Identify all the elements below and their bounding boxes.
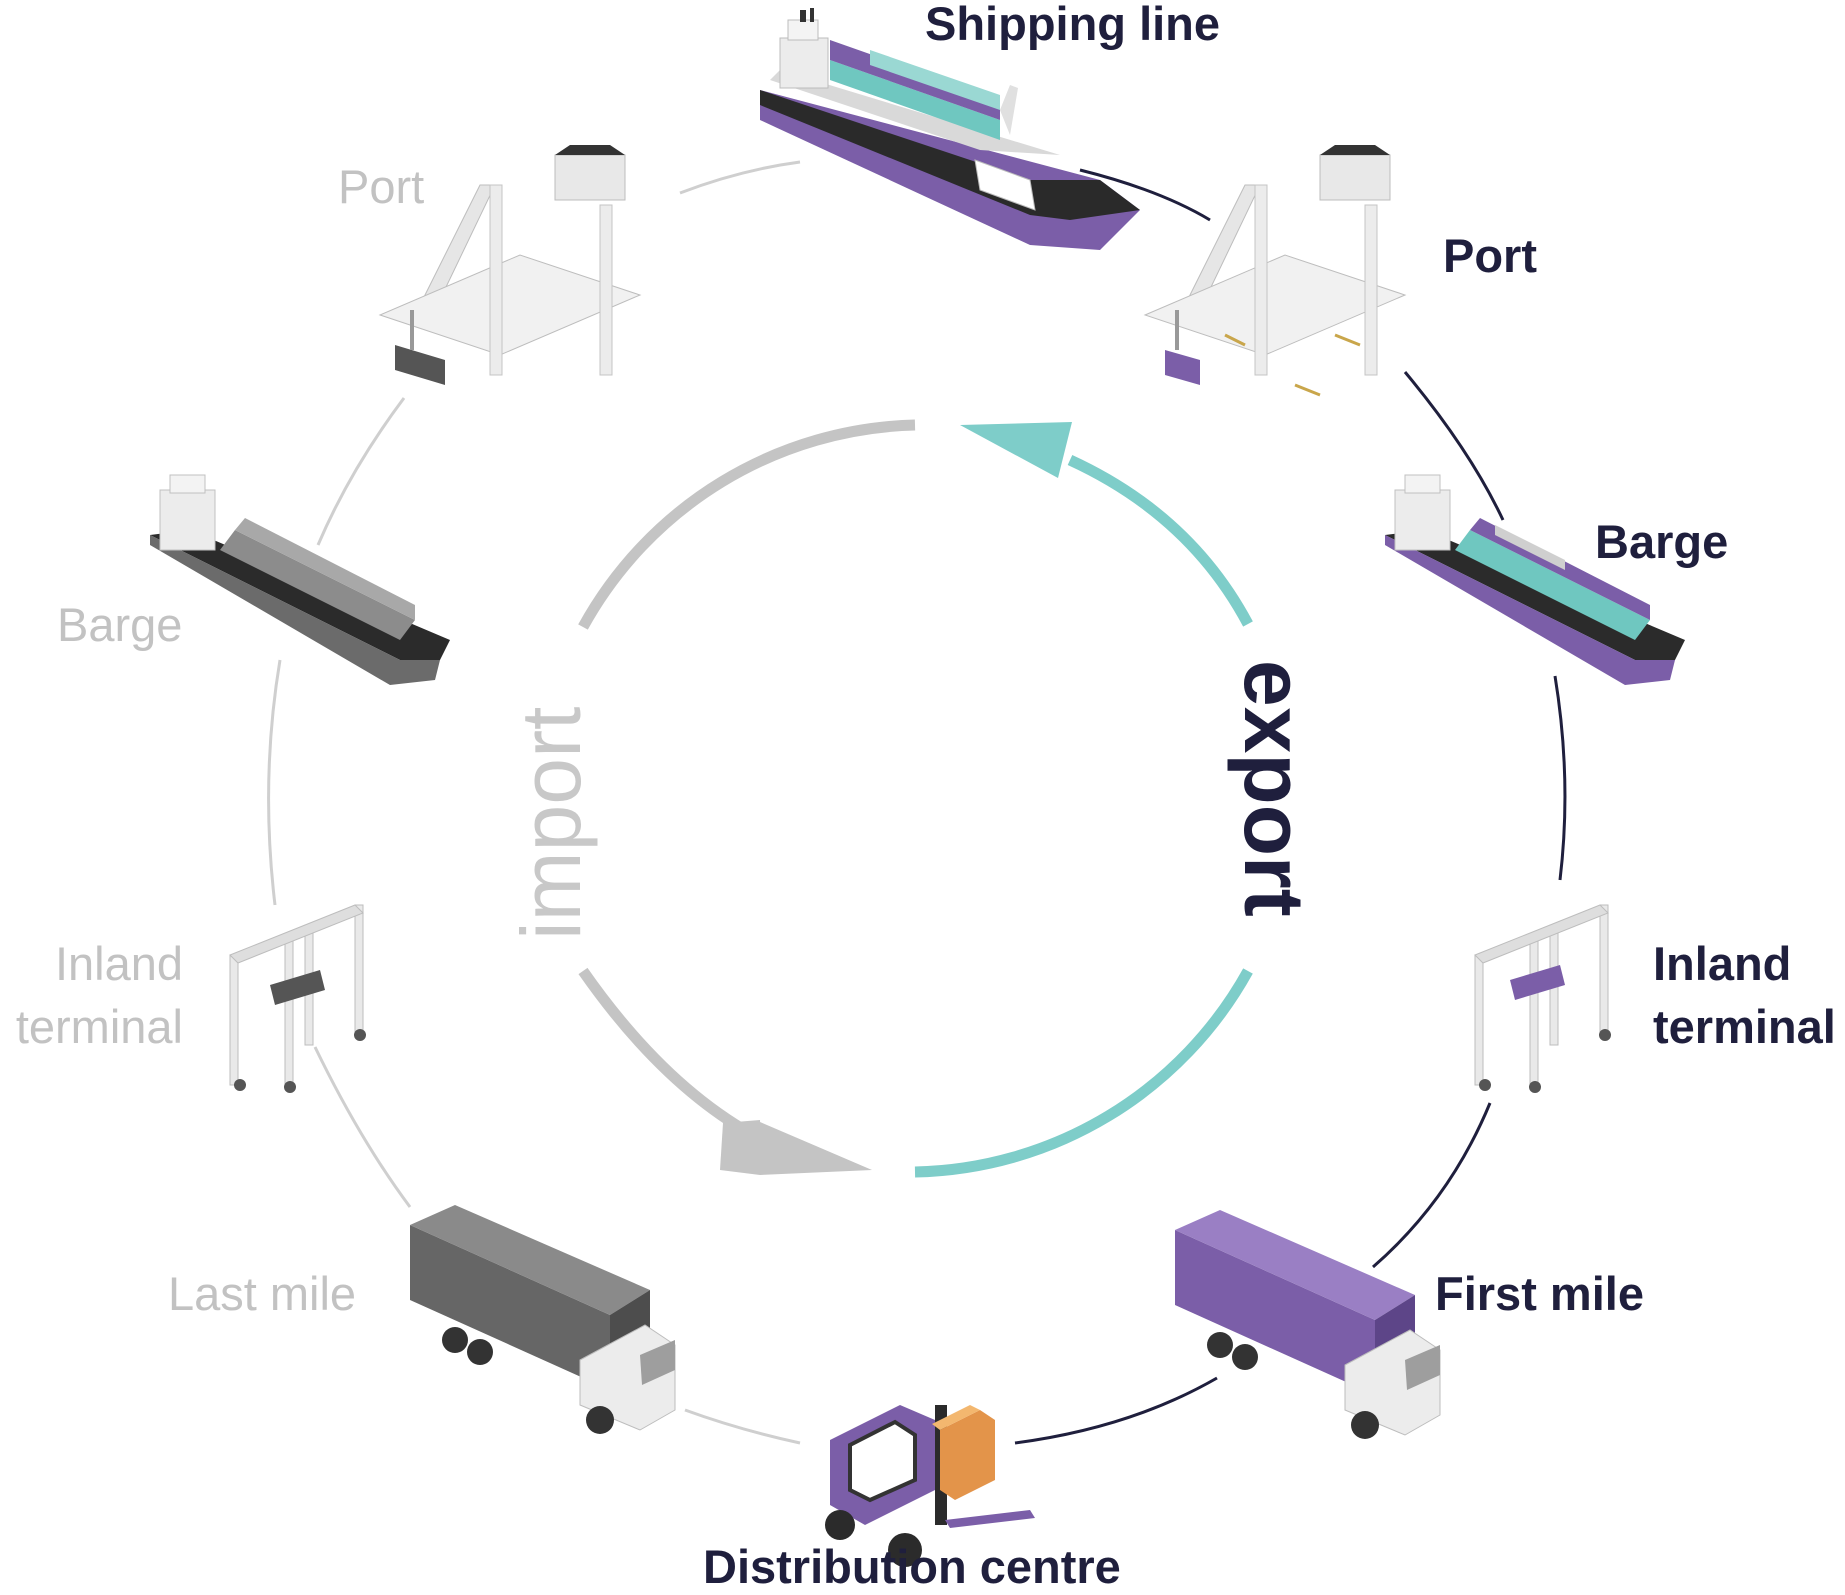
port-crane-icon-export: [1143, 145, 1407, 397]
barge-icon-export: [1385, 474, 1685, 685]
import-connectors: [267, 160, 801, 1445]
gantry-crane-icon-export: [1474, 904, 1611, 1093]
truck-icon-first-mile: [1175, 1210, 1441, 1439]
label-distribution-centre: Distribution centre: [703, 1540, 1121, 1593]
gantry-crane-icon-import: [229, 904, 366, 1093]
import-word-group: import: [504, 707, 598, 940]
port-crane-icon-import: [378, 145, 642, 385]
import-arrowhead: [720, 1120, 762, 1175]
import-arc-top: [578, 419, 916, 630]
label-inland-export-2: terminal: [1653, 1000, 1836, 1053]
connector-port-to-barge-import: [316, 397, 406, 546]
forklift-icon: [825, 1405, 1035, 1567]
label-barge-import: Barge: [57, 598, 182, 651]
label-port-import: Port: [338, 160, 424, 213]
export-arrowhead: [960, 422, 1072, 478]
export-connectors: [1014, 168, 1567, 1445]
connector-shipping-to-port: [1079, 168, 1211, 222]
export-arc-top: [1067, 455, 1253, 627]
connector-firstmile-to-dc: [1014, 1376, 1218, 1445]
label-inland-import-1: Inland: [55, 937, 183, 990]
label-barge-export: Barge: [1595, 515, 1728, 568]
label-port-export: Port: [1443, 229, 1537, 282]
connector-port-to-shipping: [679, 160, 801, 195]
connector-lastmile-to-dc: [684, 1408, 801, 1445]
label-shipping-line: Shipping line: [925, 0, 1220, 50]
import-word: import: [504, 707, 598, 940]
connector-barge-to-inland-import: [267, 659, 282, 906]
import-cycle-arrow: [578, 419, 916, 1175]
connector-port-to-barge: [1403, 371, 1505, 521]
export-word: export: [1227, 660, 1321, 917]
label-inland-import-2: terminal: [16, 1000, 183, 1053]
label-first-mile: First mile: [1435, 1267, 1644, 1320]
truck-icon-last-mile: [410, 1205, 676, 1434]
export-word-group: export: [1227, 660, 1321, 917]
connector-barge-to-inland: [1553, 675, 1567, 881]
connector-inland-to-lastmile: [313, 1046, 412, 1208]
barge-icon-import: [150, 474, 450, 685]
import-arrowhead-tip: [760, 1122, 872, 1175]
label-last-mile: Last mile: [168, 1267, 356, 1320]
container-ship-icon: [760, 8, 1140, 250]
label-inland-export-1: Inland: [1653, 937, 1791, 990]
connector-inland-to-firstmile: [1372, 1102, 1492, 1269]
export-arc-bottom: [914, 968, 1253, 1178]
export-cycle-arrow: [914, 422, 1253, 1178]
